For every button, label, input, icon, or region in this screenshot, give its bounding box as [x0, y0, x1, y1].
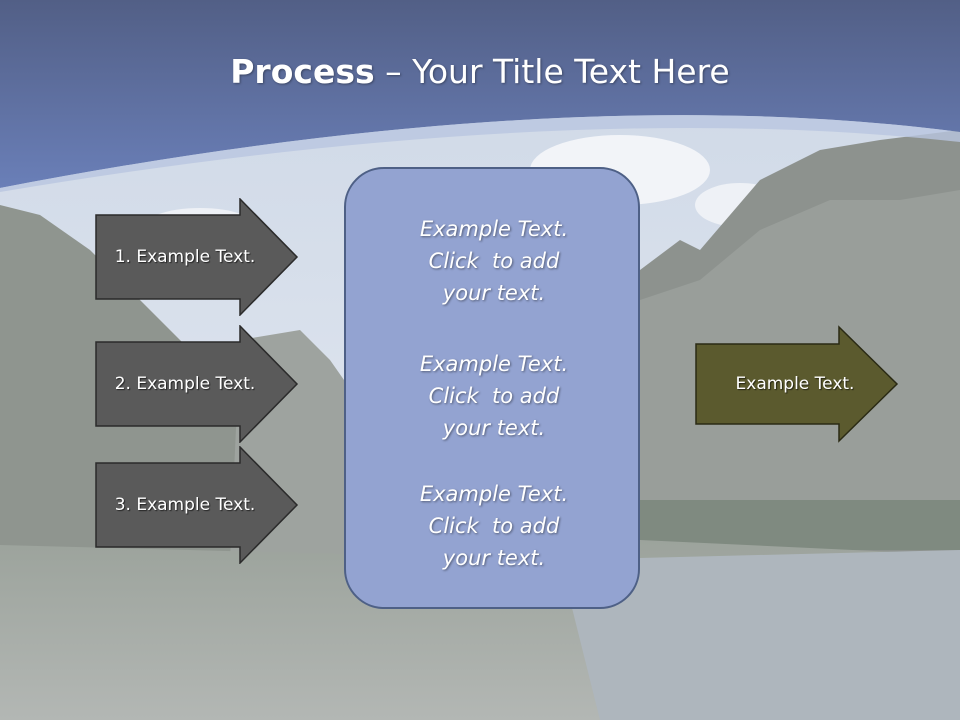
output-arrow-label: Example Text.: [735, 374, 855, 394]
input-arrow-1-label: 1. Example Text.: [114, 247, 256, 267]
process-text-3-line-2: Click to add: [428, 514, 560, 538]
input-arrow-3-label: 3. Example Text.: [114, 495, 256, 515]
process-text-1-line-3: your text.: [442, 281, 546, 305]
process-box: Example Text. Click to add your text. Ex…: [344, 167, 640, 609]
slide-title: Process – Your Title Text Here: [0, 52, 960, 91]
input-arrow-2-label: 2. Example Text.: [114, 374, 256, 394]
process-text-1-line-2: Click to add: [428, 249, 560, 273]
input-arrow-3: 3. Example Text.: [95, 446, 300, 564]
process-text-2-line-1: Example Text.: [419, 352, 569, 376]
output-arrow: Example Text.: [695, 325, 900, 443]
title-bold: Process: [230, 52, 375, 91]
process-text-3-line-3: your text.: [442, 546, 546, 570]
process-text-3-line-1: Example Text.: [419, 482, 569, 506]
process-text-2-line-2: Click to add: [428, 384, 560, 408]
process-text-3: Example Text. Click to add your text.: [346, 478, 642, 574]
input-arrow-1: 1. Example Text.: [95, 198, 300, 316]
process-text-2-line-3: your text.: [442, 416, 546, 440]
input-arrow-2: 2. Example Text.: [95, 325, 300, 443]
process-text-1-line-1: Example Text.: [419, 217, 569, 241]
process-text-1: Example Text. Click to add your text.: [346, 213, 642, 309]
process-text-2: Example Text. Click to add your text.: [346, 348, 642, 444]
title-rest: – Your Title Text Here: [374, 52, 730, 91]
